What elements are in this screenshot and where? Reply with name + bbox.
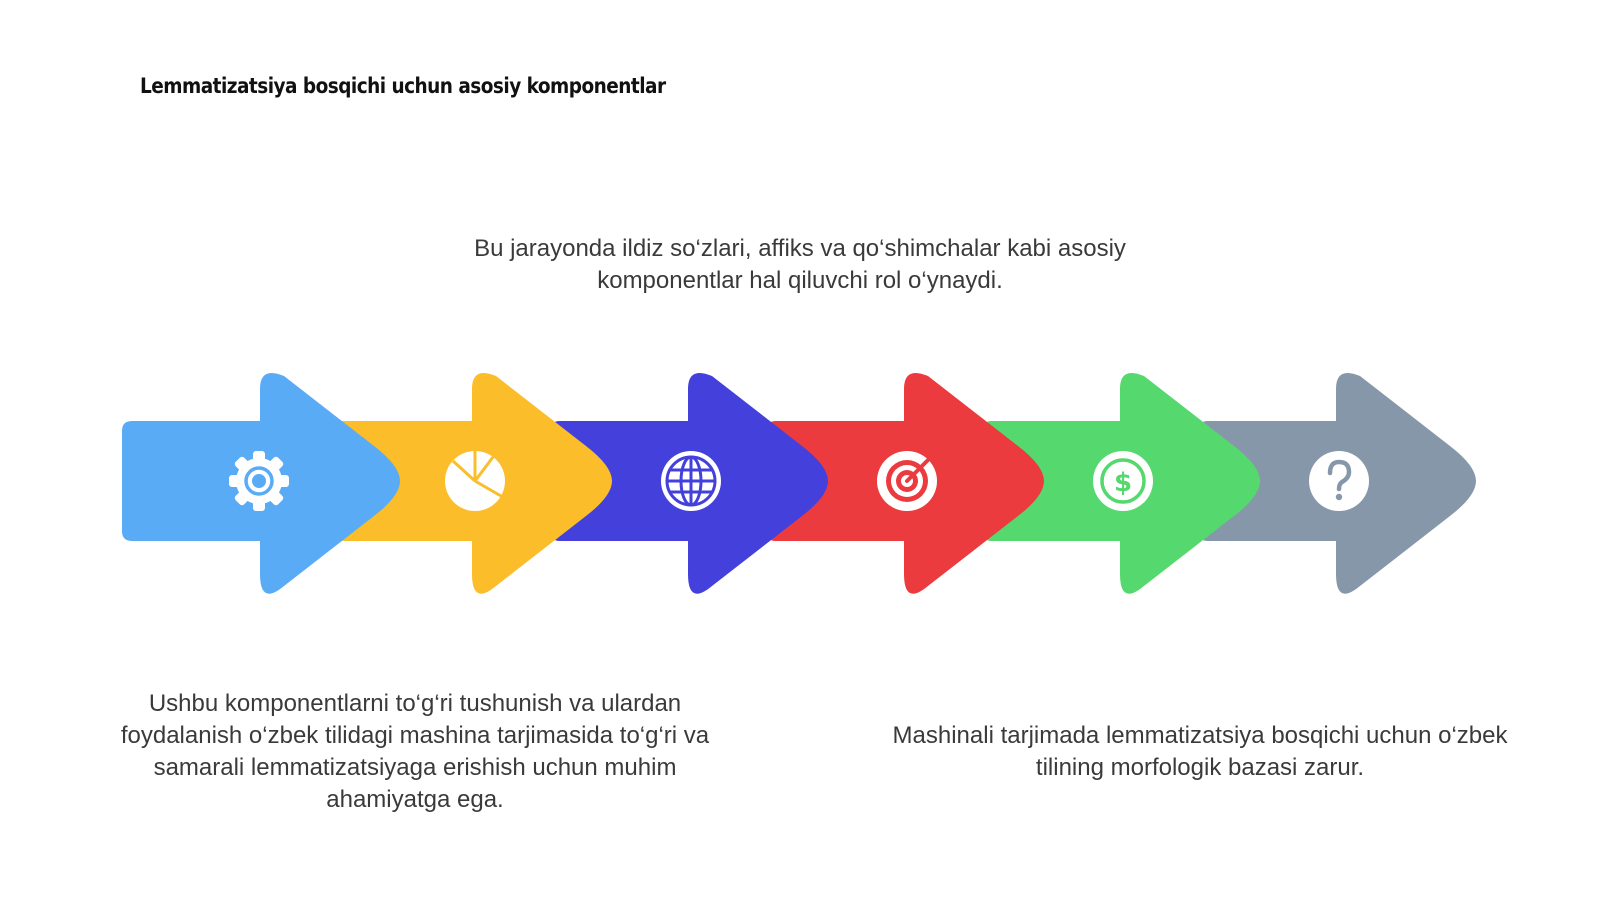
globe-icon: [661, 451, 721, 511]
bottom-right-description: Mashinali tarjimada lemmatizatsiya bosqi…: [892, 722, 1508, 781]
question-icon: [1309, 451, 1369, 511]
top-description: Bu jarayonda ildiz so‘zlari, affiks va q…: [474, 235, 1126, 294]
arrow-step-1: [122, 372, 400, 594]
arrow-step-4: [766, 372, 1044, 594]
arrow-step-3: [550, 372, 828, 594]
arrow-step-6: [1198, 372, 1476, 594]
bottom-left-description: Ushbu komponentlarni to‘g‘ri tushunish v…: [120, 690, 710, 813]
dollar-coin-icon: $: [1093, 451, 1153, 511]
target-icon: [877, 451, 937, 511]
pie-chart-icon: [445, 451, 505, 511]
page-title: Lemmatizatsiya bosqichi uchun asosiy kom…: [140, 74, 666, 98]
gear-icon: [229, 451, 289, 511]
arrow-step-2: [334, 372, 612, 594]
svg-text:$: $: [1114, 468, 1132, 498]
arrow-step-5: $: [982, 372, 1260, 594]
